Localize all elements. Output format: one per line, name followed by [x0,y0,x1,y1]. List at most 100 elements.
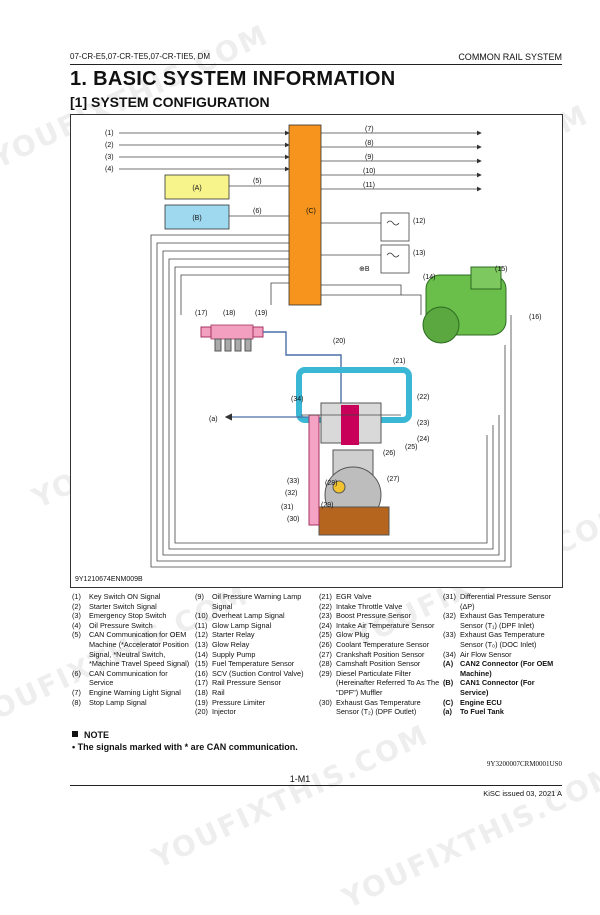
legend-text: CAN Communication for OEM Machine (*Acce… [89,630,190,669]
svg-text:(20): (20) [333,338,345,345]
system-diagram: (C) (A) (B) [70,114,563,588]
legend-col-3: (21)EGR Valve(22)Intake Throttle Valve(2… [319,592,441,717]
legend-number: (10) [195,611,208,621]
note-square-icon [72,731,78,737]
svg-text:(5): (5) [253,178,262,185]
legend-col-2: (9)Oil Pressure Warning Lamp Signal(10) O… [195,592,317,717]
legend-number: (26) [319,639,332,649]
can2-connector [164,174,230,200]
note-text: • The signals marked with * are CAN comm… [72,742,298,752]
svg-text:(2): (2) [105,142,114,149]
legend-number: (11) [195,620,208,630]
svg-text:(4): (4) [105,166,114,173]
legend-number: (4) [72,620,81,630]
legend-text: Starter Relay [212,630,255,640]
legend-item: (9)Oil Pressure Warning Lamp Signal [195,592,317,611]
svg-text:(34): (34) [291,396,303,403]
diagram-svg: (C) (A) (B) [105,124,541,568]
legend-number: (19) [195,697,208,707]
diagram-code: 9Y1210674ENM009B [75,576,143,583]
legend-text: Boost Pressure Sensor [336,611,412,621]
legend-number: (6) [72,668,81,678]
legend-item: (16) SCV (Suction Control Valve) [195,669,317,679]
legend-item: (24)Intake Air Temperature Sensor [319,621,441,631]
legend-text: Exhaust Gas Temperature Sensor (T₀) (DOC… [460,630,545,649]
legend-number: (7) [72,687,81,697]
note-heading-text: NOTE [84,730,110,740]
svg-text:(33): (33) [287,478,299,485]
legend-number: (13) [195,639,208,649]
legend-text: Rail [212,687,225,697]
legend-text: Stop Lamp Signal [89,697,147,707]
svg-text:(a): (a) [209,416,218,423]
starter-relay [380,212,410,242]
svg-text:(18): (18) [223,310,235,317]
legend-text: Oil Pressure Warning Lamp Signal [212,592,302,611]
high-pressure-line [263,331,342,415]
legend-number: (16) [195,668,208,678]
legend-text: Coolant Temperature Sensor [336,639,430,649]
legend-item: (7)Engine Warning Light Signal [72,688,192,698]
svg-text:⊕B: ⊕B [359,266,370,273]
legend-item: (6) CAN Communication for Service [72,669,192,688]
legend-text: Differential Pressure Sensor (ΔP) [460,592,552,611]
legend-number: (15) [195,659,208,669]
legend-text: To Fuel Tank [460,707,504,717]
legend-col-1: (1)Key Switch ON Signal(2)Starter Switch… [72,592,192,707]
legend-text: Diesel Particulate Filter (Hereinafter R… [336,668,440,697]
svg-text:(1): (1) [105,130,114,137]
legend-number: (18) [195,687,208,697]
svg-text:(8): (8) [365,140,374,147]
engine-ecu [288,124,322,306]
svg-text:(19): (19) [255,310,267,317]
legend-item: (27)Crankshaft Position Sensor [319,650,441,660]
legend-text: Injector [212,707,236,717]
svg-text:(29): (29) [321,502,333,509]
legend-item: (C) Engine ECU [443,698,563,708]
glow-relay [380,244,410,274]
legend-item: (13) Glow Relay [195,640,317,650]
legend-text: Engine ECU [460,697,502,707]
legend-number: (28) [319,659,332,669]
svg-text:(9): (9) [365,154,374,161]
legend-item: (5) CAN Communication for OEM Machine (*A… [72,630,192,668]
svg-text:(30): (30) [287,516,299,523]
header-rule [70,64,562,65]
legend-number: (5) [72,630,81,640]
can1-connector [164,204,230,230]
supply-pump [422,266,507,344]
legend-item: (20)Injector [195,707,317,717]
legend-text: SCV (Suction Control Valve) [212,668,304,678]
legend-text: Supply Pump [212,649,256,659]
legend-number: (22) [319,601,332,611]
legend-text: Key Switch ON Signal [89,592,161,601]
svg-text:(17): (17) [195,310,207,317]
legend-number: (12) [195,630,208,640]
legend-text: Glow Relay [212,639,250,649]
svg-text:(6): (6) [253,208,262,215]
legend-number: (30) [319,697,332,707]
legend-number: (29) [319,668,332,678]
page-number: 1-M1 [289,774,311,784]
legend-col-4: (31)Differential Pressure Sensor (ΔP)(32… [443,592,563,717]
legend-text: Air Flow Sensor [460,649,512,659]
svg-text:(23): (23) [417,420,429,427]
legend-number: (C) [443,697,454,707]
legend-text: Overheat Lamp Signal [212,611,285,621]
legend-number: (3) [72,611,81,621]
legend-text: Glow Plug [336,630,370,640]
legend-text: Starter Switch Signal [89,601,157,611]
legend-item: (12) Starter Relay [195,630,317,640]
svg-text:(32): (32) [285,490,297,497]
legend-text: Intake Air Temperature Sensor [336,620,435,630]
legend-text: Exhaust Gas Temperature Sensor (T₁) (DPF… [460,611,545,630]
legend-number: (17) [195,678,208,688]
legend-item: (31) Differential Pressure Sensor (ΔP) [443,592,563,611]
legend-number: (31) [443,592,456,601]
legend-item: (B)CAN1 Connector (For Service) [443,678,563,697]
legend-number: (33) [443,630,456,640]
legend-item: (28)Camshaft Position Sensor [319,659,441,669]
legend-number: (21) [319,592,332,601]
legend-item: (4)Oil Pressure Switch [72,621,192,631]
legend-text: CAN Communication for Service [89,668,168,688]
